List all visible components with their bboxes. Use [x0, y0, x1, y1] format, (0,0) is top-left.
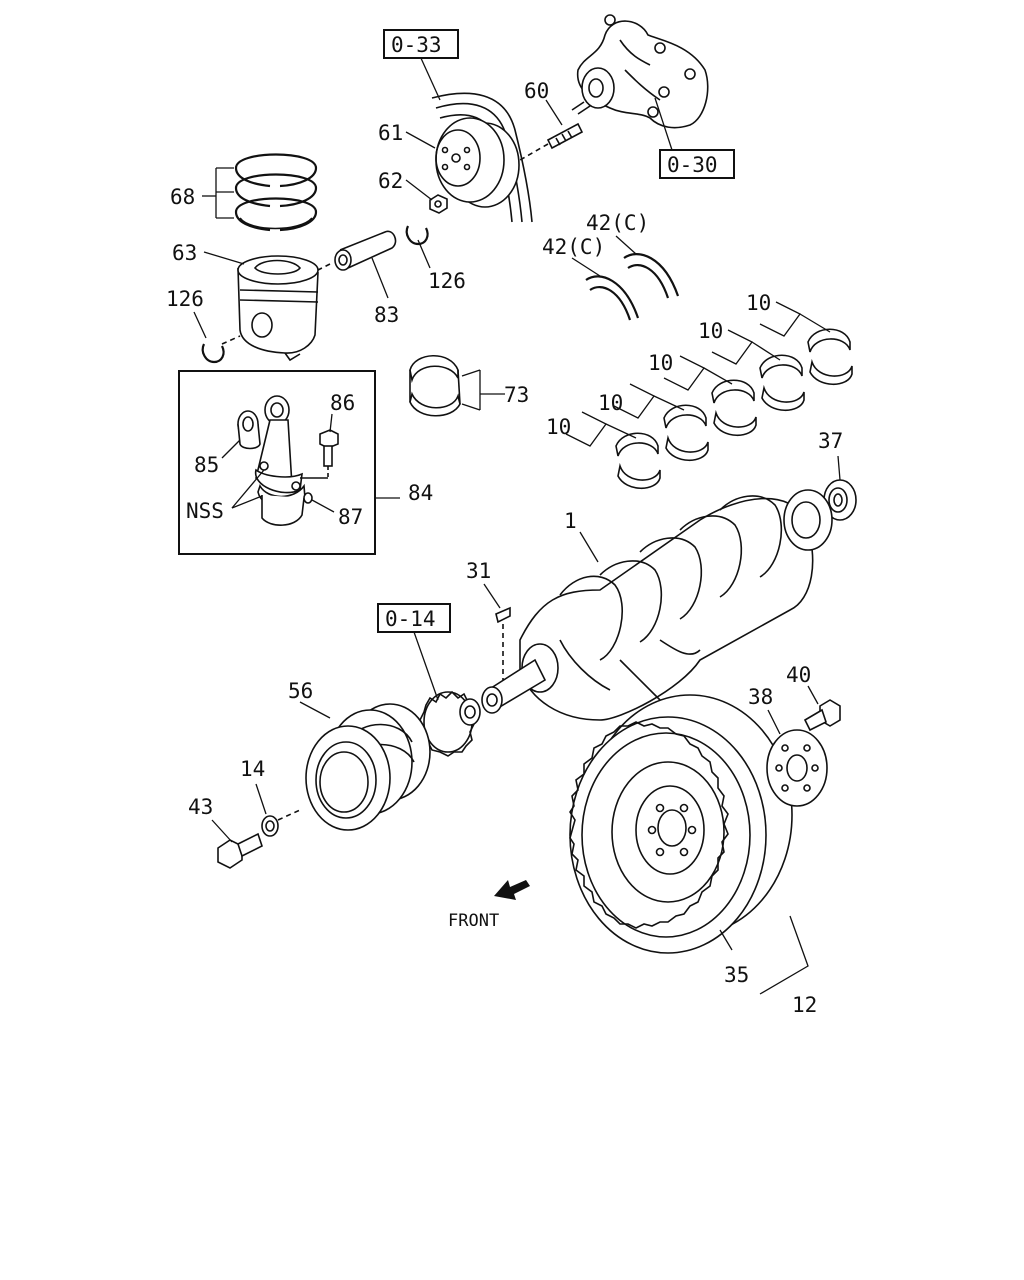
label-85: 85	[194, 453, 219, 477]
label-1: 1	[564, 509, 577, 533]
ref-0-14-label: 0-14	[385, 607, 436, 631]
label-10-d: 10	[598, 391, 623, 415]
label-40: 40	[786, 663, 811, 687]
small-end-bushing	[237, 410, 261, 450]
label-42c-b: 42(C)	[586, 211, 649, 235]
label-73: 73	[504, 383, 529, 407]
label-10-c: 10	[648, 351, 673, 375]
label-126-top: 126	[428, 269, 466, 293]
label-86: 86	[330, 391, 355, 415]
label-84: 84	[408, 481, 433, 505]
label-63: 63	[172, 241, 197, 265]
label-87: 87	[338, 505, 363, 529]
pulley-stud	[519, 122, 584, 161]
label-43: 43	[188, 795, 213, 819]
label-42c-a: 42(C)	[542, 235, 605, 259]
label-35: 35	[724, 963, 749, 987]
label-10-b: 10	[698, 319, 723, 343]
piston	[237, 255, 319, 362]
label-38: 38	[748, 685, 773, 709]
label-37: 37	[818, 429, 843, 453]
conrod-bolt	[300, 429, 339, 479]
label-61: 61	[378, 121, 403, 145]
ref-box-0-30	[659, 149, 735, 179]
leader-lines	[193, 55, 841, 995]
ref-box-0-33	[383, 29, 459, 59]
crank-pulley	[305, 703, 431, 831]
ref-0-33-label: 0-33	[391, 33, 442, 57]
connecting-rod	[255, 395, 306, 526]
labels: 0-33 0-30 0-14 60 61 62 68 63 126 126 83…	[166, 33, 843, 1017]
label-10-a: 10	[746, 291, 771, 315]
label-14: 14	[240, 757, 265, 781]
woodruff-key	[495, 606, 511, 680]
front-label: FRONT	[448, 911, 499, 931]
crankshaft	[481, 489, 833, 721]
snap-ring-top	[405, 225, 429, 246]
flywheel-bolt	[803, 699, 841, 732]
main-bearing-5	[615, 432, 661, 490]
thrust-washer-a	[585, 275, 640, 321]
water-pump-body	[571, 14, 709, 129]
main-bearings	[615, 328, 853, 490]
piston-rings	[234, 153, 318, 232]
flywheel	[569, 694, 793, 954]
front-arrow-icon	[494, 880, 530, 900]
ref-box-0-14	[377, 603, 451, 633]
label-83: 83	[374, 303, 399, 327]
label-60: 60	[524, 79, 549, 103]
label-10-e: 10	[546, 415, 571, 439]
label-56: 56	[288, 679, 313, 703]
pulley-washer	[261, 809, 301, 837]
ref-0-30-label: 0-30	[667, 153, 718, 177]
main-bearing-2	[759, 354, 805, 412]
main-bearing-3	[711, 379, 757, 437]
thrust-washer-b	[623, 253, 680, 299]
piston-pin	[317, 230, 397, 271]
label-nss: NSS	[186, 499, 224, 523]
main-bearing-4	[663, 404, 709, 462]
conrod-nut	[303, 492, 313, 504]
flywheel-plate	[766, 729, 828, 807]
pulley-bolt	[217, 832, 263, 869]
label-31: 31	[466, 559, 491, 583]
snap-ring-left	[201, 335, 241, 364]
label-12: 12	[792, 993, 817, 1017]
pulley-nut	[429, 194, 448, 214]
label-68: 68	[170, 185, 195, 209]
conrod-bearing	[409, 355, 461, 417]
label-62: 62	[378, 169, 403, 193]
label-126-left: 126	[166, 287, 204, 311]
water-pump-pulley	[435, 117, 520, 208]
main-bearing-1	[807, 328, 853, 386]
conrod-assembly-frame	[178, 370, 376, 555]
